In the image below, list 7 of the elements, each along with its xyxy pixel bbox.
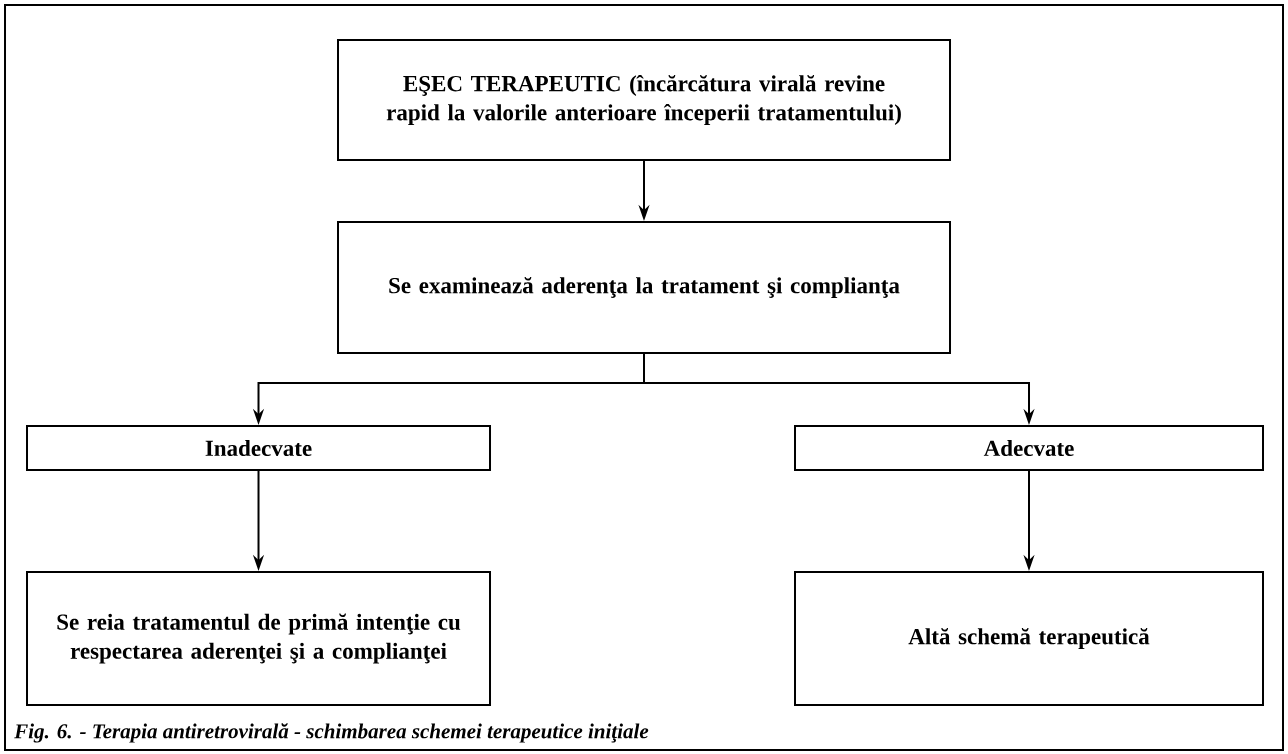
- process-box: Se examinează aderenţa la tratament şi complianţa: [337, 221, 951, 354]
- process-box: Inadecvate: [26, 425, 491, 471]
- process-box: Adecvate: [794, 425, 1264, 471]
- process-box: EŞEC TERAPEUTIC (încărcătura virală revine rapid la valorile anterioare începerii tratamentului): [337, 39, 951, 161]
- caption: Fig. 6. - Terapia antiretrovirală - schimbarea schemei terapeutice iniţiale: [14, 723, 649, 743]
- process-box: Se reia tratamentul de primă intenţie cu respectarea aderenţei şi a complianţei: [26, 571, 491, 706]
- process-box: Altă schemă terapeutică: [794, 571, 1264, 706]
